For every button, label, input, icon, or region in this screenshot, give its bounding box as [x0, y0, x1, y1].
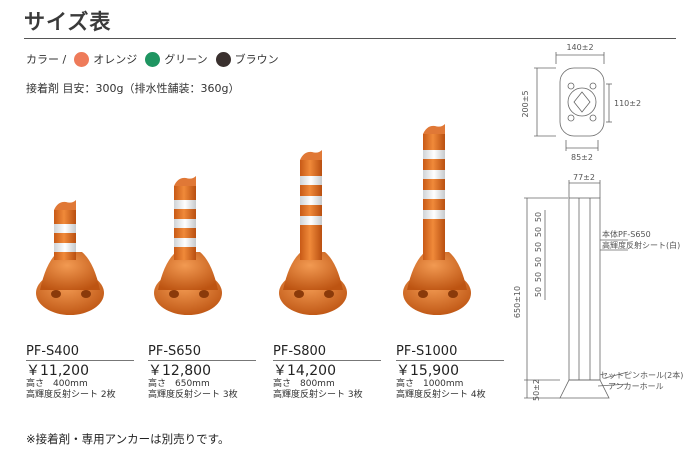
product-price: ￥15,900: [396, 363, 459, 379]
product-model: PF-S1000: [396, 344, 458, 359]
product-divider: [396, 360, 504, 361]
green-swatch: [145, 51, 161, 67]
color-orange-label: オレンジ: [93, 53, 138, 66]
product-model: PF-S650: [148, 344, 202, 359]
color-label: カラー /: [26, 53, 67, 66]
label-pin: セットピンホール(2本): [600, 370, 683, 380]
side-view: [524, 180, 629, 399]
dim-post-height: 650±10: [513, 286, 522, 318]
label-anchor: アンカーホール: [608, 382, 664, 391]
adhesive-note: 接着剤 目安：300g（排水性舗装：360g）: [26, 82, 240, 95]
product-price: ￥11,200: [26, 363, 89, 379]
product-divider: [26, 360, 134, 361]
product-sheet: 高輝度反射シート 2枚: [26, 390, 116, 400]
dim-base-depth: 200±5: [521, 90, 530, 117]
product-pf-s400: PF-S400 ￥11,200 高さ 400mm 高輝度反射シート 2枚: [26, 345, 166, 401]
color-brown-label: ブラウン: [234, 53, 279, 66]
product-height: 高さ 800mm: [273, 379, 335, 389]
label-body: 本体PF-S650: [602, 229, 651, 239]
dim-band-3: 50: [534, 242, 543, 252]
product-illustrations: [36, 124, 471, 315]
product-model: PF-S800: [273, 344, 327, 359]
dim-band-2: 50: [534, 227, 543, 237]
product-height: 高さ 650mm: [148, 379, 210, 389]
brown-swatch: [215, 51, 231, 67]
product-model: PF-S400: [26, 344, 80, 359]
product-sheet: 高輝度反射シート 3枚: [273, 390, 363, 400]
dim-band-4: 50: [534, 257, 543, 267]
dim-band-5: 50: [534, 272, 543, 282]
product-divider: [148, 360, 256, 361]
product-height: 高さ 1000mm: [396, 379, 464, 389]
page-title: サイズ表: [24, 10, 112, 34]
dim-base-height: 50±2: [532, 379, 541, 401]
post-pf-s400: [36, 200, 104, 315]
product-price: ￥14,200: [273, 363, 336, 379]
product-pf-s1000: PF-S1000 ￥15,900 高さ 1000mm 高輝度反射シート 4枚: [396, 345, 536, 401]
dim-base-bottom: 85±2: [571, 153, 593, 162]
top-view: [534, 52, 612, 151]
orange-swatch: [74, 51, 90, 67]
product-height: 高さ 400mm: [26, 379, 88, 389]
color-green-label: グリーン: [164, 53, 208, 66]
product-sheet: 高輝度反射シート 4枚: [396, 390, 486, 400]
post-pf-s800: [279, 150, 347, 315]
post-pf-s1000: [403, 124, 471, 315]
product-pf-s800: PF-S800 ￥14,200 高さ 800mm 高輝度反射シート 3枚: [273, 345, 413, 401]
color-options: カラー / オレンジ グリーン ブラウン: [26, 51, 279, 67]
label-sheet: 高輝度反射シート(白): [602, 240, 680, 250]
product-price: ￥12,800: [148, 363, 211, 379]
title-divider: [24, 38, 676, 39]
dim-post-width: 77±2: [573, 173, 595, 182]
footnote: ※接着剤・専用アンカーは別売りです。: [26, 432, 230, 446]
product-sheet: 高輝度反射シート 3枚: [148, 390, 238, 400]
product-pf-s650: PF-S650 ￥12,800 高さ 650mm 高輝度反射シート 3枚: [148, 345, 288, 401]
post-pf-s650: [154, 176, 222, 315]
dim-base-width: 140±2: [566, 43, 593, 52]
dim-base-inner: 110±2: [614, 99, 641, 108]
product-divider: [273, 360, 381, 361]
dim-band-6: 50: [534, 287, 543, 297]
dim-band-1: 50: [534, 212, 543, 222]
